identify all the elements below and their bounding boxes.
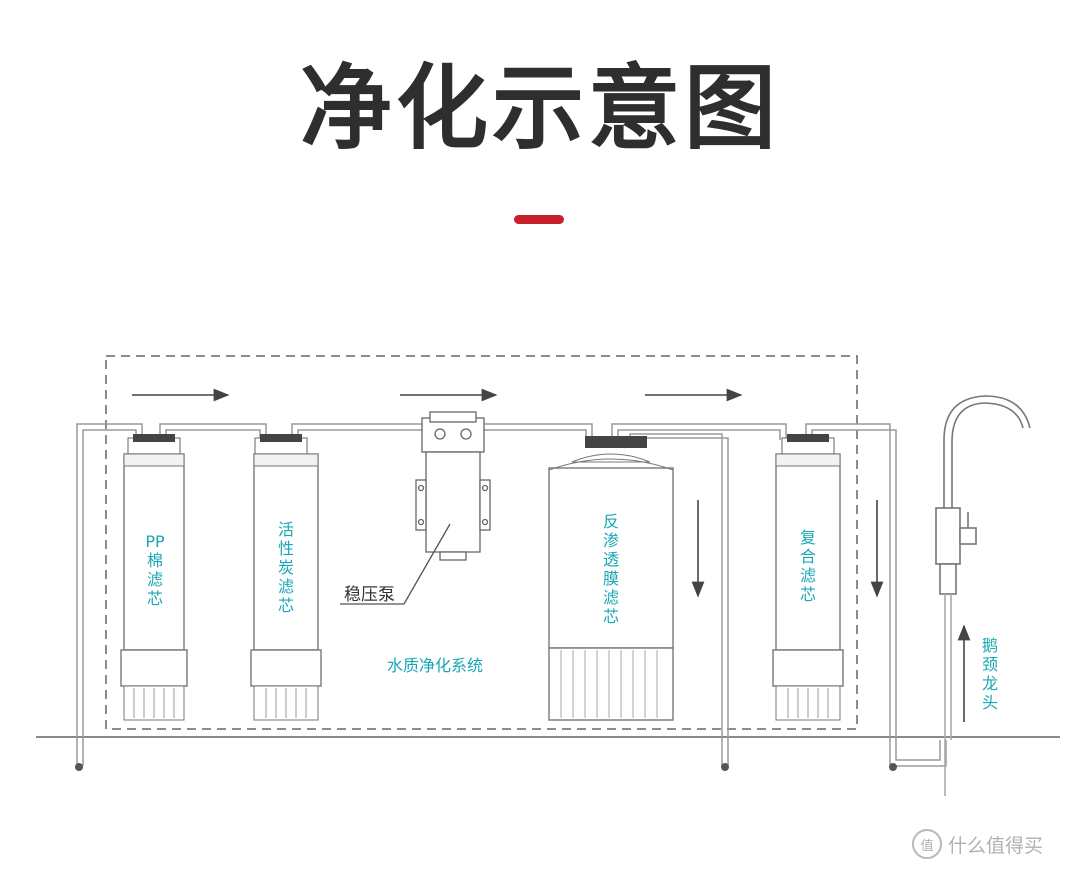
carbon-filter-label: 活性炭滤芯 [277,520,294,615]
pp-filter [120,434,188,721]
carbon-filter [250,434,322,721]
watermark-text: 什么值得买 [948,834,1044,857]
flow-arrows [132,388,971,722]
title-accent-bar [514,215,564,224]
system-label: 水质净化系统 [387,656,484,675]
faucet-label: 鹅颈龙头 [981,636,998,712]
watermark: 值 什么值得买 [912,829,1043,859]
gooseneck-faucet [935,395,1031,796]
system-boundary [105,355,858,730]
page-title: 净化示意图 [299,55,780,162]
pump-label: 稳压泵 [344,585,395,605]
composite-filter [772,434,844,721]
pipe-end-dots [75,763,897,771]
pp-filter-label: PP棉滤芯 [145,532,165,608]
composite-filter-label: 复合滤芯 [799,528,816,604]
ro-filter-label: 反渗透膜滤芯 [602,512,619,626]
watermark-logo-icon: 值 [912,829,942,859]
pressure-pump [415,411,491,561]
pump-leader-line [403,523,451,605]
ro-filter [548,436,674,721]
